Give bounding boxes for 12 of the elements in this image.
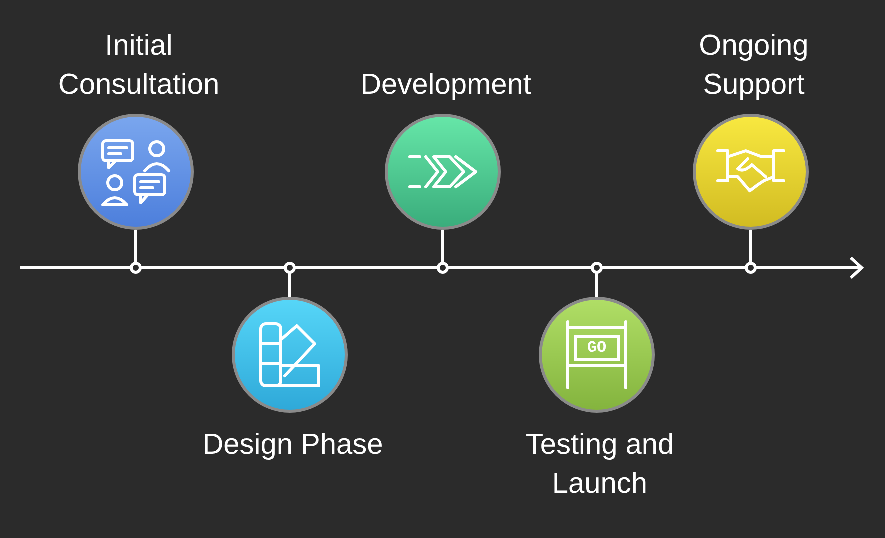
sign-text: GO	[574, 335, 620, 361]
timeline-axis	[20, 256, 864, 280]
connector-stem	[591, 262, 603, 297]
milestone-title: Design Phase	[202, 428, 384, 463]
milestone-title: Initial Consultation	[57, 29, 221, 103]
milestone-title: Development	[360, 68, 532, 103]
connector-stem	[437, 230, 449, 274]
milestone-title: Testing and Launch	[524, 428, 676, 502]
milestone-title: Ongoing Support	[698, 29, 810, 103]
connector-stem	[130, 230, 142, 274]
connector-stem	[284, 262, 296, 297]
connector-stem	[745, 230, 757, 274]
